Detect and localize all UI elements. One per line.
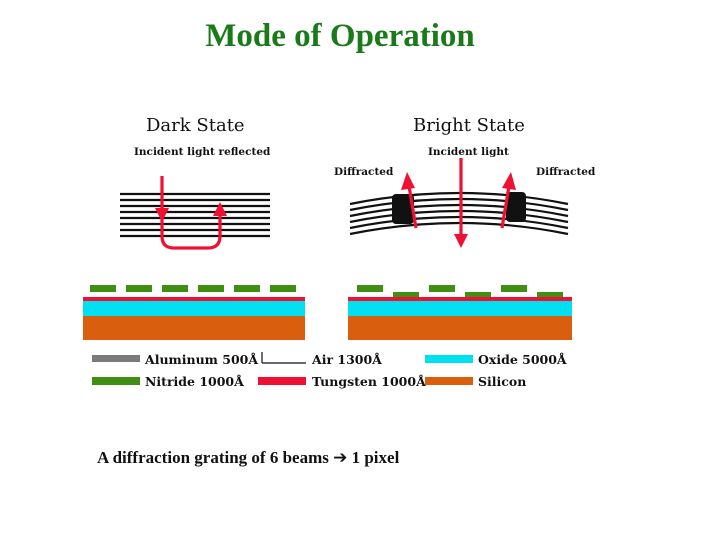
dark-incident-arrowhead xyxy=(155,208,169,222)
diffracted-left-arrow xyxy=(401,172,418,229)
legend-label-air: Air 1300Å xyxy=(312,352,382,367)
page-title: Mode of Operation xyxy=(205,18,475,54)
caption: A diffraction grating of 6 beams ➔ 1 pix… xyxy=(97,448,399,468)
dark-state-sublabel: Incident light reflected xyxy=(134,146,271,158)
legend-swatch-nitride xyxy=(92,377,140,385)
legend-label-nitride: Nitride 1000Å xyxy=(145,374,244,389)
legend-swatch-air xyxy=(261,352,306,364)
right-arrow-icon: ➔ xyxy=(333,448,348,468)
legend-swatch-tungsten xyxy=(258,377,306,385)
bright-state-device xyxy=(348,285,572,340)
diffracted-right-arrow xyxy=(500,172,516,229)
bright-state-grating xyxy=(349,191,569,236)
dark-state-grating xyxy=(120,192,270,238)
caption-text-before: A diffraction grating of 6 beams xyxy=(97,448,329,467)
legend-swatch-oxide xyxy=(425,355,473,363)
diffracted-left-label: Diffracted xyxy=(334,166,394,178)
beam-deflection-blobs xyxy=(392,192,526,224)
legend-label-oxide: Oxide 5000Å xyxy=(478,352,567,367)
legend-swatch-silicon xyxy=(425,377,473,385)
bright-state-label: Bright State xyxy=(413,115,525,136)
dark-state-device xyxy=(83,285,305,340)
caption-text-after: 1 pixel xyxy=(351,448,400,467)
legend-swatches xyxy=(92,352,473,385)
legend-label-silicon: Silicon xyxy=(478,374,527,389)
legend-swatch-aluminum xyxy=(92,355,140,362)
dark-state-label: Dark State xyxy=(146,115,245,136)
legend-label-tungsten: Tungsten 1000Å xyxy=(312,374,426,389)
dark-reflected-arrowhead xyxy=(213,202,227,216)
reflected-light-path xyxy=(160,176,222,250)
bright-incident-arrow xyxy=(454,158,468,248)
bright-state-sublabel: Incident light xyxy=(428,146,509,158)
legend-label-aluminum: Aluminum 500Å xyxy=(145,352,259,367)
diffracted-right-label: Diffracted xyxy=(536,166,596,178)
